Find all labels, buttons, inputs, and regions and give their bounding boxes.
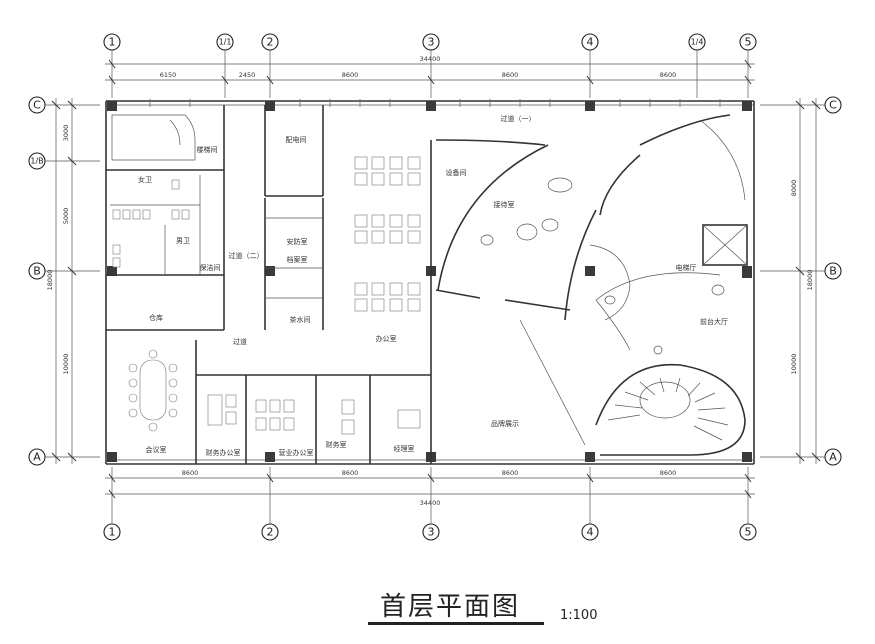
axis-bubble-left-a: A bbox=[28, 448, 46, 466]
dimension-ticks bbox=[51, 59, 821, 499]
dim-left-total: 18000 bbox=[46, 270, 54, 291]
label-manager: 经理室 bbox=[394, 444, 415, 453]
dim-left-seg-3: 10000 bbox=[62, 354, 70, 375]
label-corridor-1: 过道（一） bbox=[501, 114, 536, 123]
axis-bubble-left-b: B bbox=[28, 262, 46, 280]
dim-top-seg-3: 8600 bbox=[342, 71, 359, 79]
svg-text:1: 1 bbox=[109, 36, 116, 49]
label-finance: 财务室 bbox=[326, 440, 347, 449]
label-elec-room: 配电间 bbox=[286, 135, 307, 144]
label-lobby: 前台大厅 bbox=[700, 317, 728, 326]
dim-left-seg-1: 3000 bbox=[62, 125, 70, 142]
lobby-furniture bbox=[480, 177, 725, 355]
svg-text:B: B bbox=[33, 265, 41, 278]
drawing-scale: 1:100 bbox=[560, 608, 598, 623]
dim-bottom-seg-2: 8600 bbox=[342, 469, 359, 477]
label-storage: 仓库 bbox=[149, 313, 163, 322]
label-meeting: 会议室 bbox=[146, 445, 167, 454]
lobby-curves bbox=[435, 114, 746, 446]
svg-text:1/1: 1/1 bbox=[219, 38, 232, 47]
axis-bubble-top-1-1: 1/1 bbox=[216, 33, 234, 51]
elevator-shaft bbox=[702, 224, 752, 278]
axis-bubble-top-1: 1 bbox=[103, 33, 121, 51]
stair-room-furniture bbox=[111, 114, 196, 161]
axis-bubble-top-2: 2 bbox=[261, 33, 279, 51]
label-finance-office: 财务办公室 bbox=[206, 448, 241, 457]
svg-text:5: 5 bbox=[745, 526, 752, 539]
dim-top-seg-4: 8600 bbox=[502, 71, 519, 79]
label-corridor: 过道 bbox=[233, 337, 247, 346]
dim-right-seg-1: 8000 bbox=[790, 180, 798, 197]
label-equipment: 设备间 bbox=[446, 168, 467, 177]
svg-text:B: B bbox=[829, 265, 837, 278]
axis-bubble-top-3: 3 bbox=[422, 33, 440, 51]
axis-bubble-bottom-3: 3 bbox=[422, 523, 440, 541]
label-corridor-2: 过道（二） bbox=[229, 251, 264, 260]
dim-bottom-seg-3: 8600 bbox=[502, 469, 519, 477]
drawing-title: 首层平面图 bbox=[380, 592, 521, 622]
dim-bottom-seg-1: 8600 bbox=[182, 469, 199, 477]
svg-text:1: 1 bbox=[109, 526, 116, 539]
axis-bubble-bottom-1: 1 bbox=[103, 523, 121, 541]
svg-text:A: A bbox=[829, 451, 837, 464]
spiral-staircase bbox=[595, 363, 746, 456]
wc-fixtures bbox=[112, 179, 190, 268]
svg-text:1/4: 1/4 bbox=[691, 38, 704, 47]
label-archive: 档案室 bbox=[287, 255, 308, 264]
dim-right-seg-2: 10000 bbox=[790, 354, 798, 375]
svg-text:3: 3 bbox=[428, 526, 435, 539]
office-desks bbox=[354, 156, 421, 312]
title-underline bbox=[368, 622, 544, 625]
dim-top-seg-2: 2450 bbox=[239, 71, 256, 79]
dim-top-seg-5: 8600 bbox=[660, 71, 677, 79]
label-tea-room: 茶水间 bbox=[290, 315, 311, 324]
svg-text:5: 5 bbox=[745, 36, 752, 49]
axis-bubble-left-1b: 1/B bbox=[28, 152, 46, 170]
svg-text:C: C bbox=[829, 99, 837, 112]
svg-text:A: A bbox=[33, 451, 41, 464]
label-cleaning: 保洁间 bbox=[200, 263, 221, 272]
axis-bubble-right-c: C bbox=[824, 96, 842, 114]
dim-right-total: 18000 bbox=[806, 270, 814, 291]
axis-bubble-top-4: 4 bbox=[581, 33, 599, 51]
label-elevator: 电梯厅 bbox=[676, 263, 697, 272]
axis-bubble-right-a: A bbox=[824, 448, 842, 466]
exterior-walls bbox=[105, 100, 755, 465]
axis-bubble-left-c: C bbox=[28, 96, 46, 114]
label-male-wc: 男卫 bbox=[176, 237, 190, 245]
label-stair-room: 楼梯间 bbox=[197, 145, 218, 154]
structural-columns bbox=[107, 101, 752, 462]
axis-bubble-right-b: B bbox=[824, 262, 842, 280]
interior-walls bbox=[106, 105, 432, 464]
svg-text:4: 4 bbox=[587, 36, 594, 49]
label-product-display: 品牌展示 bbox=[491, 419, 519, 428]
label-office: 办公室 bbox=[376, 334, 397, 343]
svg-text:2: 2 bbox=[267, 36, 274, 49]
axis-bubble-bottom-4: 4 bbox=[581, 523, 599, 541]
svg-text:3: 3 bbox=[428, 36, 435, 49]
label-female-wc: 女卫 bbox=[138, 175, 152, 184]
dimension-lines bbox=[55, 63, 817, 495]
label-reception: 接待室 bbox=[494, 200, 515, 209]
svg-text:1/B: 1/B bbox=[30, 157, 43, 166]
dim-bottom-seg-4: 8600 bbox=[660, 469, 677, 477]
svg-text:4: 4 bbox=[587, 526, 594, 539]
dim-left-seg-2: 5000 bbox=[62, 208, 70, 225]
svg-text:C: C bbox=[33, 99, 41, 112]
dim-top-total: 34400 bbox=[420, 55, 441, 63]
axis-bubble-top-5: 5 bbox=[739, 33, 757, 51]
svg-text:2: 2 bbox=[267, 526, 274, 539]
window-marks bbox=[149, 99, 721, 107]
dim-bottom-total: 34400 bbox=[420, 499, 441, 507]
meeting-table bbox=[128, 349, 178, 432]
axis-bubble-bottom-5: 5 bbox=[739, 523, 757, 541]
dim-top-seg-1: 6150 bbox=[160, 71, 177, 79]
label-security: 安防室 bbox=[287, 237, 308, 246]
label-business-office: 营业办公室 bbox=[279, 448, 314, 457]
axis-bubble-top-1-4: 1/4 bbox=[688, 33, 706, 51]
axis-bubble-bottom-2: 2 bbox=[261, 523, 279, 541]
small-office-desks bbox=[207, 394, 421, 435]
